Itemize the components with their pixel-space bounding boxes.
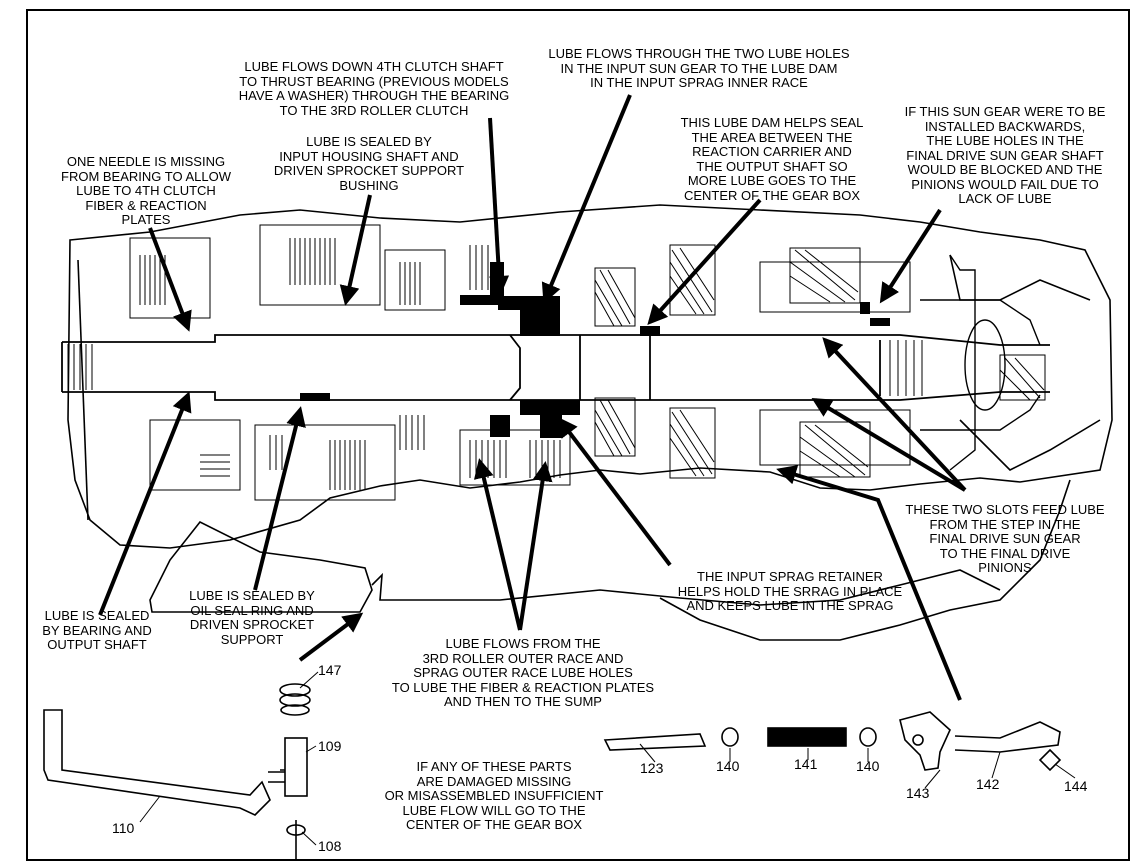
fitting-144	[1038, 748, 1062, 772]
leader-sealed-bearing	[98, 391, 192, 616]
leader-slot-a	[822, 337, 967, 492]
part-number-123: 123	[640, 760, 664, 776]
tube-142	[954, 721, 1061, 753]
tube-123	[603, 733, 707, 751]
leader-seal-fitting	[298, 612, 364, 662]
part-number-141: 141	[794, 756, 818, 772]
leader-4th-clutch-shaft	[488, 117, 510, 296]
callout-lube-3rd-roller-outer: LUBE FLOWS FROM THE 3RD ROLLER OUTER RAC…	[391, 636, 655, 709]
input-spline	[67, 340, 923, 396]
callout-parts-damaged: IF ANY OF THESE PARTS ARE DAMAGED MISSIN…	[384, 759, 604, 832]
clip-140-b	[859, 727, 877, 747]
leader-sprag-retainer	[557, 416, 672, 567]
callout-sealed-bearing-output: LUBE IS SEALED BY BEARING AND OUTPUT SHA…	[42, 608, 152, 652]
part-number-140-b: 140	[856, 758, 880, 774]
callout-lube-sealed-input-housing: LUBE IS SEALED BY INPUT HOUSING SHAFT AN…	[273, 134, 465, 193]
leader-lube-dam	[647, 198, 762, 325]
callout-lube-4th-clutch-shaft: LUBE FLOWS DOWN 4TH CLUTCH SHAFT TO THRU…	[238, 59, 510, 118]
spring-141	[767, 727, 847, 747]
leader-roller-b	[518, 461, 553, 631]
leader-roller-a	[473, 458, 522, 631]
leader-sun-gear-backwards	[879, 208, 942, 304]
part-number-140-a: 140	[716, 758, 740, 774]
seal-147	[279, 683, 311, 697]
leader-lube-pipe	[776, 465, 962, 701]
clutch-packs	[129, 224, 571, 501]
main-shaft	[61, 334, 1050, 401]
leader-oil-seal-ring	[253, 406, 306, 591]
pipe-110	[43, 709, 271, 816]
callout-sun-gear-backwards: IF THIS SUN GEAR WERE TO BE INSTALLED BA…	[904, 104, 1106, 206]
part-number-147: 147	[318, 662, 342, 678]
part-leaders	[139, 671, 1076, 846]
diagram-border	[26, 9, 1130, 861]
part-number-142: 142	[976, 776, 1000, 792]
final-drive	[920, 254, 1041, 471]
bracket-143	[899, 711, 951, 771]
transmission-case	[67, 204, 1113, 641]
callout-input-sprag-retainer: THE INPUT SPRAG RETAINER HELPS HOLD THE …	[677, 569, 903, 613]
callout-lube-dam-seal: THIS LUBE DAM HELPS SEAL THE AREA BETWEE…	[680, 115, 864, 203]
exploded-parts	[43, 683, 1062, 860]
callout-two-slots-feed: THESE TWO SLOTS FEED LUBE FROM THE STEP …	[905, 502, 1105, 575]
leader-input-sun-gear	[541, 94, 632, 304]
leader-sealed-input-housing	[339, 194, 372, 306]
callout-lube-input-sun-gear: LUBE FLOWS THROUGH THE TWO LUBE HOLES IN…	[548, 46, 850, 90]
callout-sealed-oil-seal-ring: LUBE IS SEALED BY OIL SEAL RING AND DRIV…	[189, 588, 315, 647]
part-number-109: 109	[318, 738, 342, 754]
planetary-gears	[594, 244, 1046, 479]
part-number-144: 144	[1064, 778, 1088, 794]
part-number-108: 108	[318, 838, 342, 854]
part-number-110: 110	[112, 820, 135, 836]
clip-140-a	[721, 727, 739, 747]
part-number-143: 143	[906, 785, 930, 801]
fitting-109	[284, 737, 308, 797]
leader-slot-b	[811, 397, 967, 492]
leader-lines	[98, 94, 967, 701]
leader-needle-missing	[148, 227, 192, 332]
callout-needle-missing: ONE NEEDLE IS MISSING FROM BEARING TO AL…	[61, 154, 231, 227]
